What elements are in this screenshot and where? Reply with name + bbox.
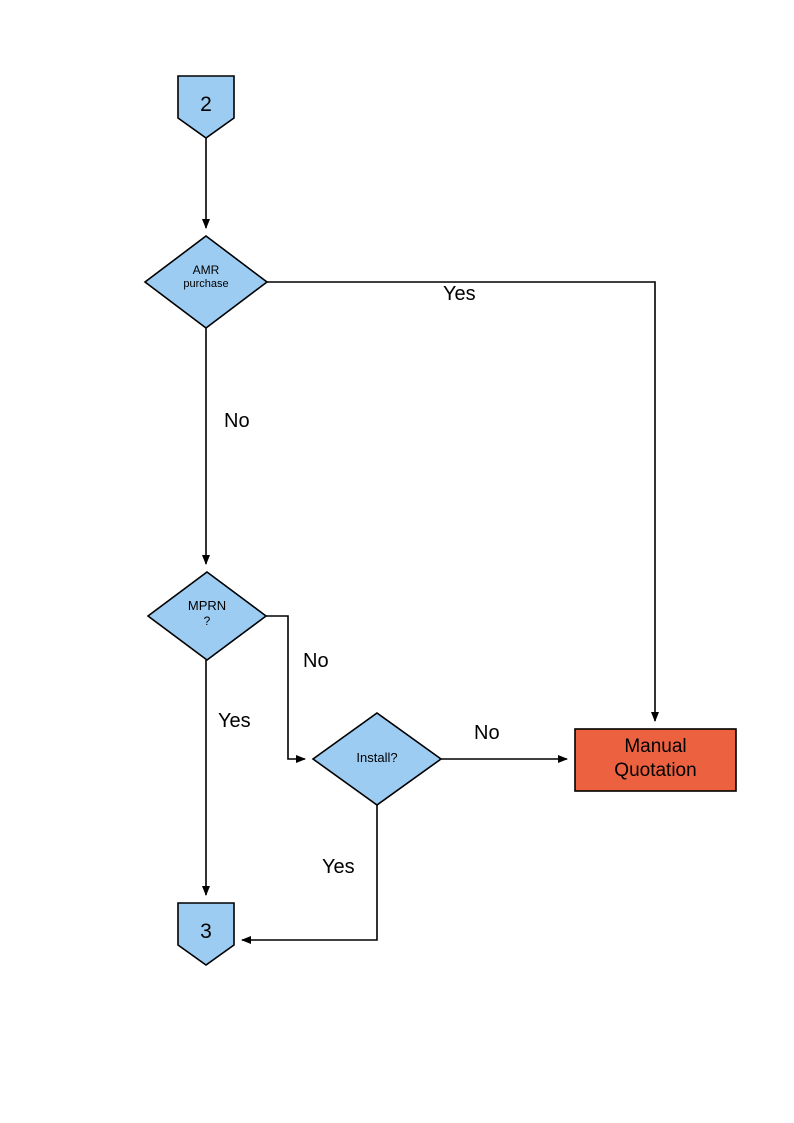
edge-label-amr-no: No [224, 410, 250, 432]
edge-label-mprn-yes: Yes [218, 710, 251, 732]
node-mprn[interactable] [146, 571, 268, 661]
node-end-3[interactable] [177, 902, 235, 966]
edge-label-install-no: No [474, 722, 500, 744]
edge-label-install-yes: Yes [322, 856, 355, 878]
node-start-2[interactable] [177, 75, 235, 139]
edge-label-mprn-no: No [303, 650, 329, 672]
node-install[interactable] [311, 712, 443, 806]
edge-label-amr-yes: Yes [443, 283, 476, 305]
node-amr-purchase[interactable] [143, 234, 269, 330]
edge-mprn-no-to-install [266, 615, 306, 763]
node-manual-quotation[interactable] [574, 728, 737, 792]
edge-install-yes-to-end3 [241, 805, 378, 944]
edge-amr-yes-to-manual [267, 281, 659, 722]
